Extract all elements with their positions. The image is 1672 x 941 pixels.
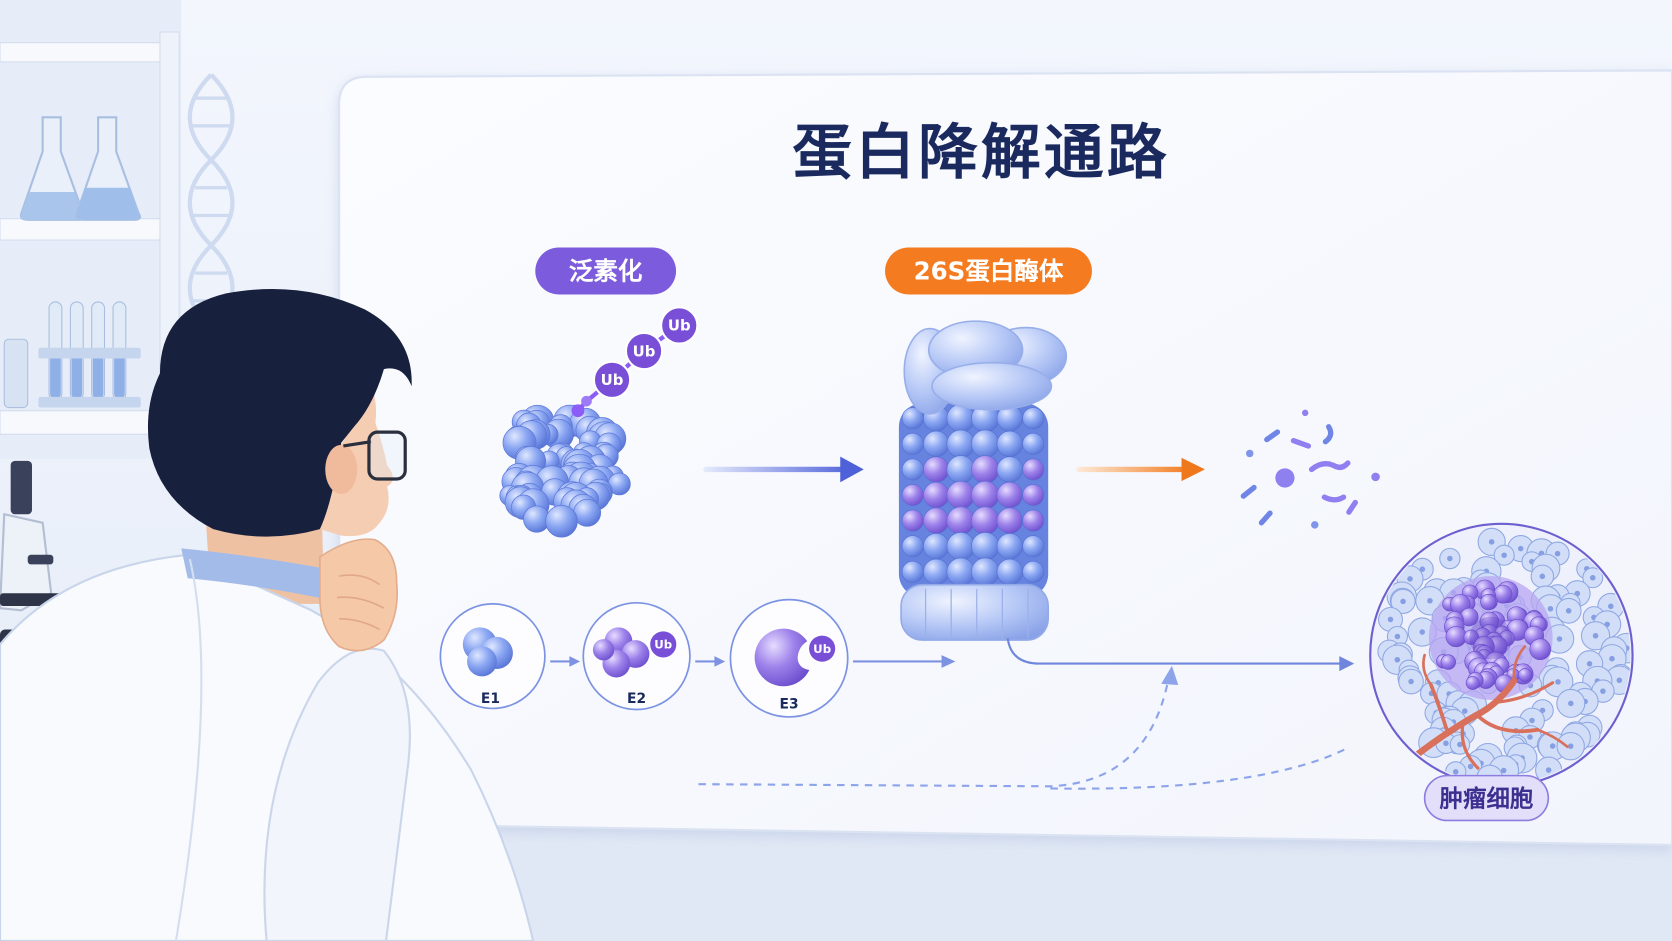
ubiquitin-bead: Ub: [624, 331, 664, 371]
tumor-cell-illustration: [1369, 522, 1634, 788]
arrow-to-proteasome: [703, 456, 864, 483]
hair: [147, 288, 412, 537]
tumor-cell-label: 肿瘤细胞: [1440, 785, 1534, 813]
enzyme-label: E2: [627, 691, 646, 707]
glasses-icon: [343, 430, 407, 481]
peptide-fragments: [1240, 409, 1380, 529]
proteasome-pill-background: [885, 247, 1092, 295]
ubiquitin-label: Ub: [654, 638, 672, 652]
ubiquitin-label: Ub: [668, 317, 691, 335]
ubiquitin-bead: Ub: [660, 306, 699, 345]
substrate-protein: [499, 404, 631, 538]
finger-lines: [336, 574, 385, 631]
enzyme-label: E1: [481, 691, 500, 707]
ubiquitination-label-pill: 泛素化: [535, 247, 677, 295]
proteasome-core-beads: [901, 404, 1045, 587]
proteasome-label-pill: 26S蛋白酶体: [885, 247, 1092, 295]
enzyme-label: E3: [780, 696, 799, 712]
arrow-proteasome-to-tumor: [1006, 637, 1355, 672]
arrow-e3-to-proteasome: [853, 655, 956, 668]
proteasome-cap: [903, 320, 1068, 415]
scientist-figure: [0, 288, 535, 941]
coat-lapel: [174, 558, 203, 941]
protein-blob-icon: [499, 404, 631, 538]
tumor-pill-background: [1423, 774, 1550, 822]
e1-protein-icon: [462, 627, 513, 677]
tumor-cell-label-pill: 肿瘤细胞: [1423, 774, 1550, 822]
dna-helix-decoration: [187, 73, 235, 333]
proteasome-icon: [898, 320, 1068, 641]
enzyme-e3: Ub E3: [729, 598, 849, 718]
e3-ubiquitin-bead: Ub: [807, 634, 837, 664]
ubiquitin-label: Ub: [813, 642, 831, 656]
arrow-to-peptide-fragments: [1076, 457, 1205, 482]
ubiquitin-label: Ub: [633, 342, 656, 360]
e2-ubiquitin-bead: Ub: [648, 629, 678, 660]
coat-sleeve: [263, 647, 411, 941]
dashed-feedback-arrows: [698, 665, 1347, 790]
desk-surface: [319, 821, 1672, 941]
test-tube-rack: [3, 301, 141, 409]
ubiquitin-chain: Ub Ub Ub: [571, 306, 699, 418]
arrow-e2-to-e3: [695, 656, 726, 667]
ubiquitin-bead: Ub: [592, 360, 632, 400]
enzyme-e2: Ub E2: [582, 601, 691, 711]
ubiquitination-label: 泛素化: [569, 257, 643, 286]
ear: [325, 444, 358, 494]
tumor-core-mass: [1436, 579, 1551, 693]
e3-protein-icon: [754, 628, 810, 687]
ubiquitination-pill-background: [535, 247, 677, 295]
flask: [75, 116, 142, 221]
arrow-e1-to-e2: [550, 656, 581, 667]
enzyme-e1: E1: [439, 603, 546, 710]
proteasome-base-ring: [900, 583, 1049, 641]
ubiquitin-label: Ub: [601, 371, 624, 389]
proteasome-label: 26S蛋白酶体: [914, 257, 1064, 286]
e2-protein-icon: [592, 627, 650, 678]
blood-vessel-icon: [1402, 645, 1569, 770]
hand: [319, 538, 398, 652]
lab-shelf: [0, 0, 182, 481]
page-title: 蛋白降解通路: [792, 119, 1169, 188]
shirt-collar: [181, 548, 329, 600]
